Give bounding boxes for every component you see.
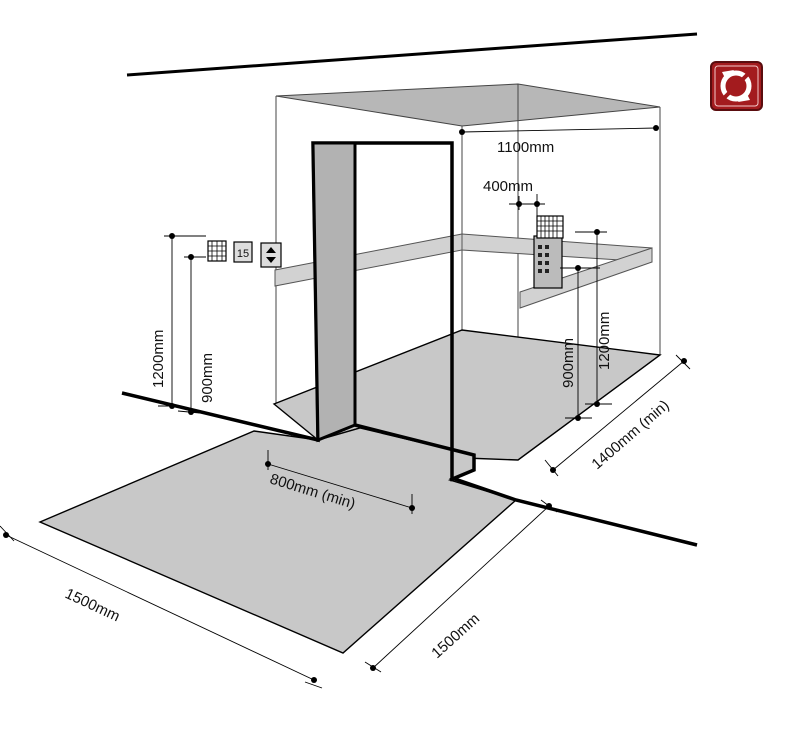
label-400mm: 400mm xyxy=(483,178,533,195)
dimension-dots xyxy=(3,125,687,683)
label-landing-1500mm-b: 1500mm xyxy=(428,610,483,662)
label-car-900mm: 900mm xyxy=(560,338,577,388)
floor-number: 15 xyxy=(237,248,249,260)
car-control-panel-icon xyxy=(533,215,564,289)
label-landing-1200mm: 1200mm xyxy=(150,330,167,388)
floor-display-icon: 15 xyxy=(233,241,253,263)
lift-car-roof xyxy=(275,83,661,127)
ceiling-line xyxy=(126,32,698,77)
label-landing-900mm: 900mm xyxy=(199,353,216,403)
rotate-arrows-icon xyxy=(710,61,763,111)
label-1400mm-min: 1400mm (min) xyxy=(588,397,672,473)
up-down-call-button-icon xyxy=(260,242,282,268)
label-landing-1500mm-a: 1500mm xyxy=(62,585,122,625)
door-threshold xyxy=(354,423,476,482)
left-handrail xyxy=(274,233,463,287)
label-car-1200mm: 1200mm xyxy=(596,312,613,370)
door-leaf xyxy=(311,141,357,443)
right-handrail xyxy=(519,247,653,309)
keypad-icon xyxy=(207,240,227,262)
label-1100mm: 1100mm xyxy=(497,139,554,156)
dimension-lines xyxy=(0,127,691,689)
